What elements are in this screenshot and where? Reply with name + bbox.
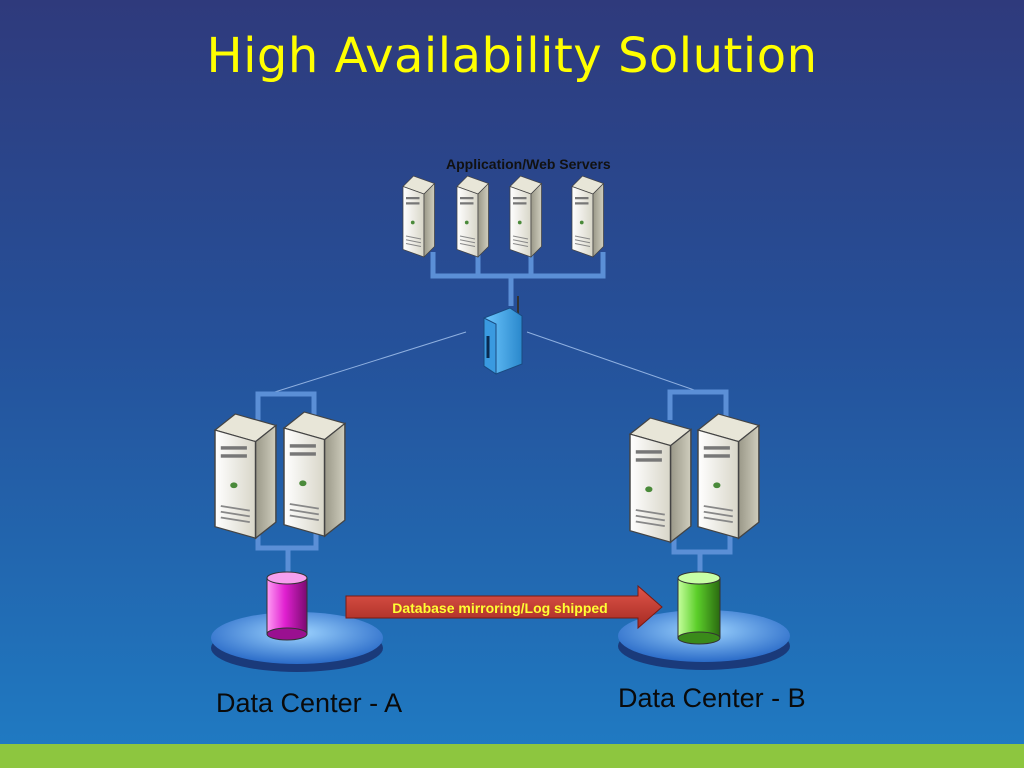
replication-label: Database mirroring/Log shipped [392,600,608,616]
app-server-1 [402,175,436,258]
data-center-b-label: Data Center - B [618,683,806,713]
app-server-4 [571,175,605,258]
app-server-2 [456,175,490,258]
database-icon-a [266,571,308,641]
database-icon-b [677,571,721,645]
app-servers-label: Application/Web Servers [446,156,611,172]
replication-arrow [345,584,663,630]
bottom-accent-bar [0,744,1024,768]
dc-a-server-2 [282,410,346,538]
router-icon [483,296,523,375]
slide-title: High Availability Solution [206,28,818,84]
data-center-a-label: Data Center - A [216,688,403,718]
app-server-3 [509,175,543,258]
dc-b-server-1 [628,416,692,544]
dc-b-server-2 [696,412,760,540]
dc-a-server-1 [213,412,277,540]
